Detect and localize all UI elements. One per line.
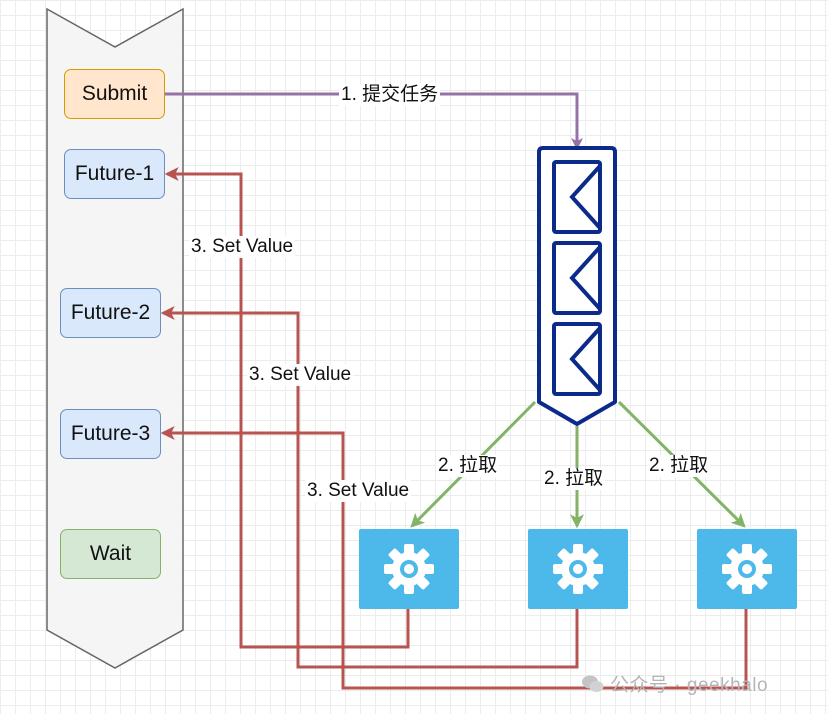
set-value-edge-2 [160, 306, 579, 669]
message-queue-icon [537, 146, 617, 426]
worker-2-node [528, 529, 628, 609]
pull-edge-1-label: 2. 拉取 [436, 455, 500, 477]
gear-icon [722, 544, 772, 594]
pull-edge-2-label: 2. 拉取 [542, 468, 606, 490]
future-2-node: Future-2 [60, 288, 161, 338]
watermark-text: 公众号 · geekhalo [610, 675, 769, 696]
future-1-node: Future-1 [64, 149, 165, 199]
submit-edge-label: 1. 提交任务 [339, 84, 441, 106]
pull-edge-3-label: 2. 拉取 [647, 455, 711, 477]
set-value-edge-1 [164, 167, 410, 649]
submit-label: Submit [81, 82, 148, 105]
gear-icon [553, 544, 603, 594]
wait-label: Wait [89, 542, 132, 565]
set-value-edge-3-label: 3. Set Value [305, 480, 412, 502]
worker-3-node [697, 529, 797, 609]
submit-edge [165, 92, 583, 150]
future-3-node: Future-3 [60, 409, 161, 459]
set-value-edge-1-label: 3. Set Value [189, 236, 296, 258]
submit-node: Submit [64, 69, 165, 119]
worker-1-node [359, 529, 459, 609]
future-3-label: Future-3 [70, 422, 151, 445]
future-2-label: Future-2 [70, 301, 151, 324]
future-1-label: Future-1 [74, 162, 155, 185]
watermark: 公众号 · geekhalo [582, 670, 768, 697]
gear-icon [384, 544, 434, 594]
wechat-icon [582, 675, 604, 692]
set-value-edge-3 [160, 426, 748, 690]
set-value-edge-2-label: 3. Set Value [247, 364, 354, 386]
wait-node: Wait [60, 529, 161, 579]
